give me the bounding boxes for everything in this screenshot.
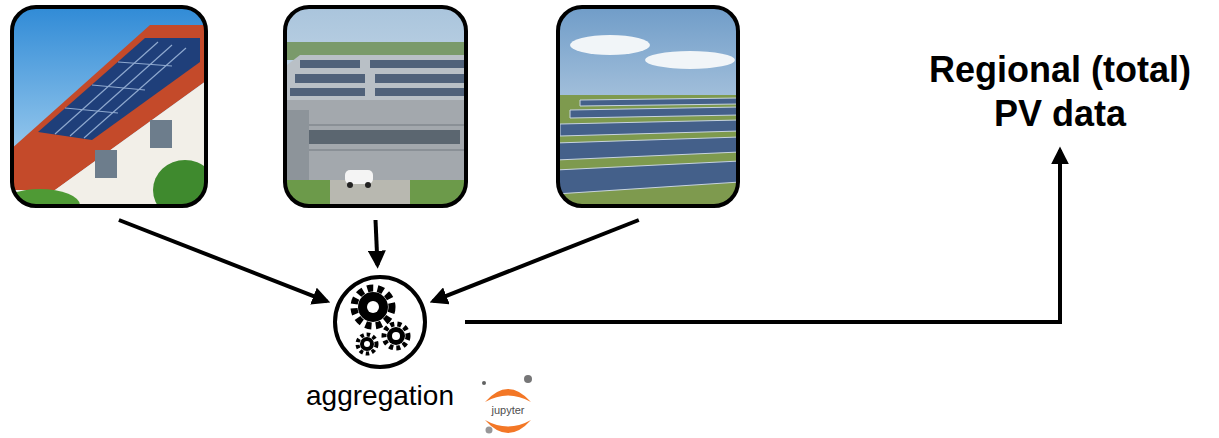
- process-circle: aggregation: [333, 275, 427, 369]
- photo-frame: [283, 5, 468, 208]
- gear-icon: [354, 288, 408, 354]
- flow-arrow: [376, 220, 378, 265]
- flow-arrow: [433, 220, 639, 301]
- factory-photo: [285, 7, 466, 206]
- process-label: aggregation: [306, 379, 454, 413]
- output-title: Regional (total) PV data: [910, 48, 1210, 136]
- output-text-node: Regional (total) PV data: [910, 48, 1210, 136]
- photo-frame: [556, 5, 740, 208]
- logo-wordmark: jupyter: [478, 404, 538, 417]
- house-photo: [12, 7, 206, 206]
- flow-arrow: [119, 220, 327, 301]
- flow-arrow: [465, 150, 1060, 322]
- photo-frame: [10, 5, 208, 208]
- solar-field-photo: [558, 7, 738, 206]
